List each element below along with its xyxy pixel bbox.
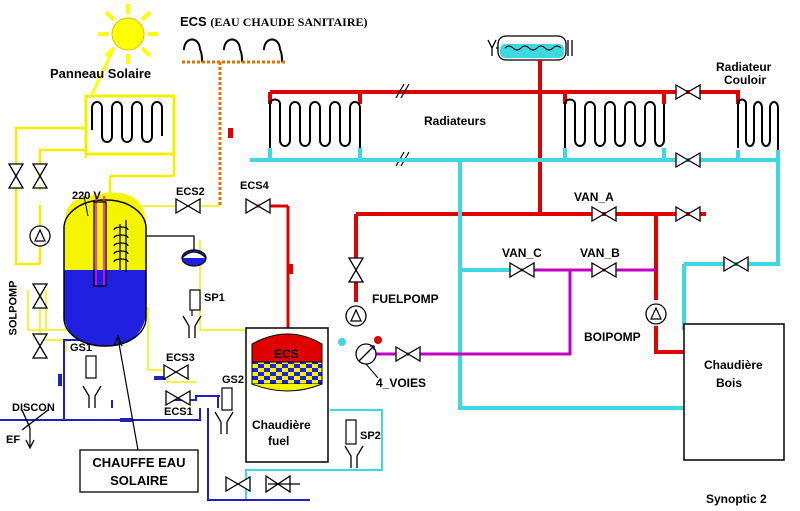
radiateur-couloir-label-1: Radiateur — [716, 60, 772, 74]
check-valve[interactable] — [265, 474, 300, 494]
expansion-tank — [487, 35, 573, 92]
discon-label: DISCON — [12, 402, 55, 414]
fuelpomp-pump-icon[interactable] — [345, 305, 367, 327]
van-c-label: VAN_C — [502, 246, 542, 260]
ecs3-label: ECS3 — [166, 352, 195, 364]
valve-return-main[interactable] — [723, 256, 749, 272]
valve-fuelpomp[interactable] — [348, 257, 364, 283]
valve-solar-left-2[interactable] — [32, 163, 48, 189]
fuelpomp-label: FUELPOMP — [372, 292, 439, 306]
boipomp-label: BOIPOMP — [584, 330, 641, 344]
valve-radiator-couloir[interactable] — [675, 84, 701, 100]
radiator-1 — [269, 98, 361, 148]
valve-solpomp-2[interactable] — [32, 333, 48, 359]
sp2-sensor — [344, 419, 364, 469]
gs1-label: GS1 — [70, 342, 93, 354]
expansion-vessel — [146, 235, 207, 267]
boipomp-pump-icon[interactable] — [645, 303, 667, 325]
wood-boiler-label-2: Bois — [716, 376, 743, 390]
gs1-sensor — [82, 355, 102, 409]
disconnector[interactable] — [20, 409, 50, 450]
valve-radiator-return[interactable] — [675, 152, 701, 168]
ecs4-label: ECS4 — [240, 180, 269, 192]
sun-icon — [90, 4, 158, 95]
ef-label: EF — [6, 434, 21, 446]
ecs-subtitle: (EAU CHAUDE SANITAIRE) — [210, 15, 368, 29]
return-water-circuit — [250, 148, 780, 410]
van-b-label: VAN_B — [580, 246, 620, 260]
sp2-label: SP2 — [360, 430, 381, 442]
wood-boiler-label-1: Chaudière — [704, 358, 763, 372]
radiator-2 — [564, 98, 665, 148]
fuel-boiler — [245, 327, 329, 463]
valve-solar-left-1[interactable] — [8, 163, 24, 189]
four-way-valve[interactable] — [338, 336, 382, 379]
sp1-sensor — [182, 289, 202, 339]
ecs-faucets — [182, 38, 286, 206]
valve-mix[interactable] — [395, 346, 421, 362]
valve-bottom-1[interactable] — [225, 476, 251, 492]
valve-ecs4[interactable] — [245, 198, 271, 214]
ecs-tank-label: ECS — [274, 347, 299, 361]
ecs2-label: ECS2 — [176, 186, 205, 198]
voltage-label: 220 V — [72, 190, 101, 202]
solar-water-heater — [63, 192, 147, 347]
valve-ecs3[interactable] — [163, 364, 189, 380]
wood-boiler — [683, 323, 785, 461]
solar-panel — [84, 94, 176, 156]
radiator-couloir — [737, 98, 779, 150]
solar-heater-label-1: CHAUFFE EAU — [92, 455, 186, 470]
fuel-boiler-label-1: Chaudière — [252, 418, 311, 432]
pipe-break-marks — [395, 83, 410, 167]
valve-van-a[interactable] — [591, 206, 617, 222]
valve-ecs2[interactable] — [175, 198, 201, 214]
solpomp-label: SOLPOMP — [7, 280, 20, 336]
radiateur-couloir-label-2: Couloir — [724, 73, 766, 87]
gs2-label: GS2 — [222, 374, 245, 386]
valve-solpomp-1[interactable] — [32, 283, 48, 309]
solar-panel-label: Panneau Solaire — [50, 66, 152, 81]
ecs-title: ECS (EAU CHAUDE SANITAIRE) — [180, 14, 368, 29]
valve-ecs1[interactable] — [165, 390, 191, 406]
solar-heater-label-box — [79, 449, 199, 493]
van-a-label: VAN_A — [574, 190, 614, 204]
valve-hot-main[interactable] — [675, 206, 701, 222]
valve-van-b[interactable] — [591, 262, 617, 278]
four-voies-label: 4_VOIES — [376, 376, 427, 390]
fuel-boiler-label-2: fuel — [268, 434, 290, 448]
solar-heater-label-2: SOLAIRE — [110, 473, 168, 488]
page-title: Synoptic 2 — [706, 492, 767, 506]
sp1-label: SP1 — [204, 292, 225, 304]
solpomp-pump-icon[interactable] — [29, 225, 51, 247]
valve-van-c[interactable] — [509, 262, 535, 278]
ecs1-label: ECS1 — [164, 406, 193, 418]
radiators-label: Radiateurs — [424, 114, 487, 128]
gs2-sensor — [214, 387, 234, 435]
